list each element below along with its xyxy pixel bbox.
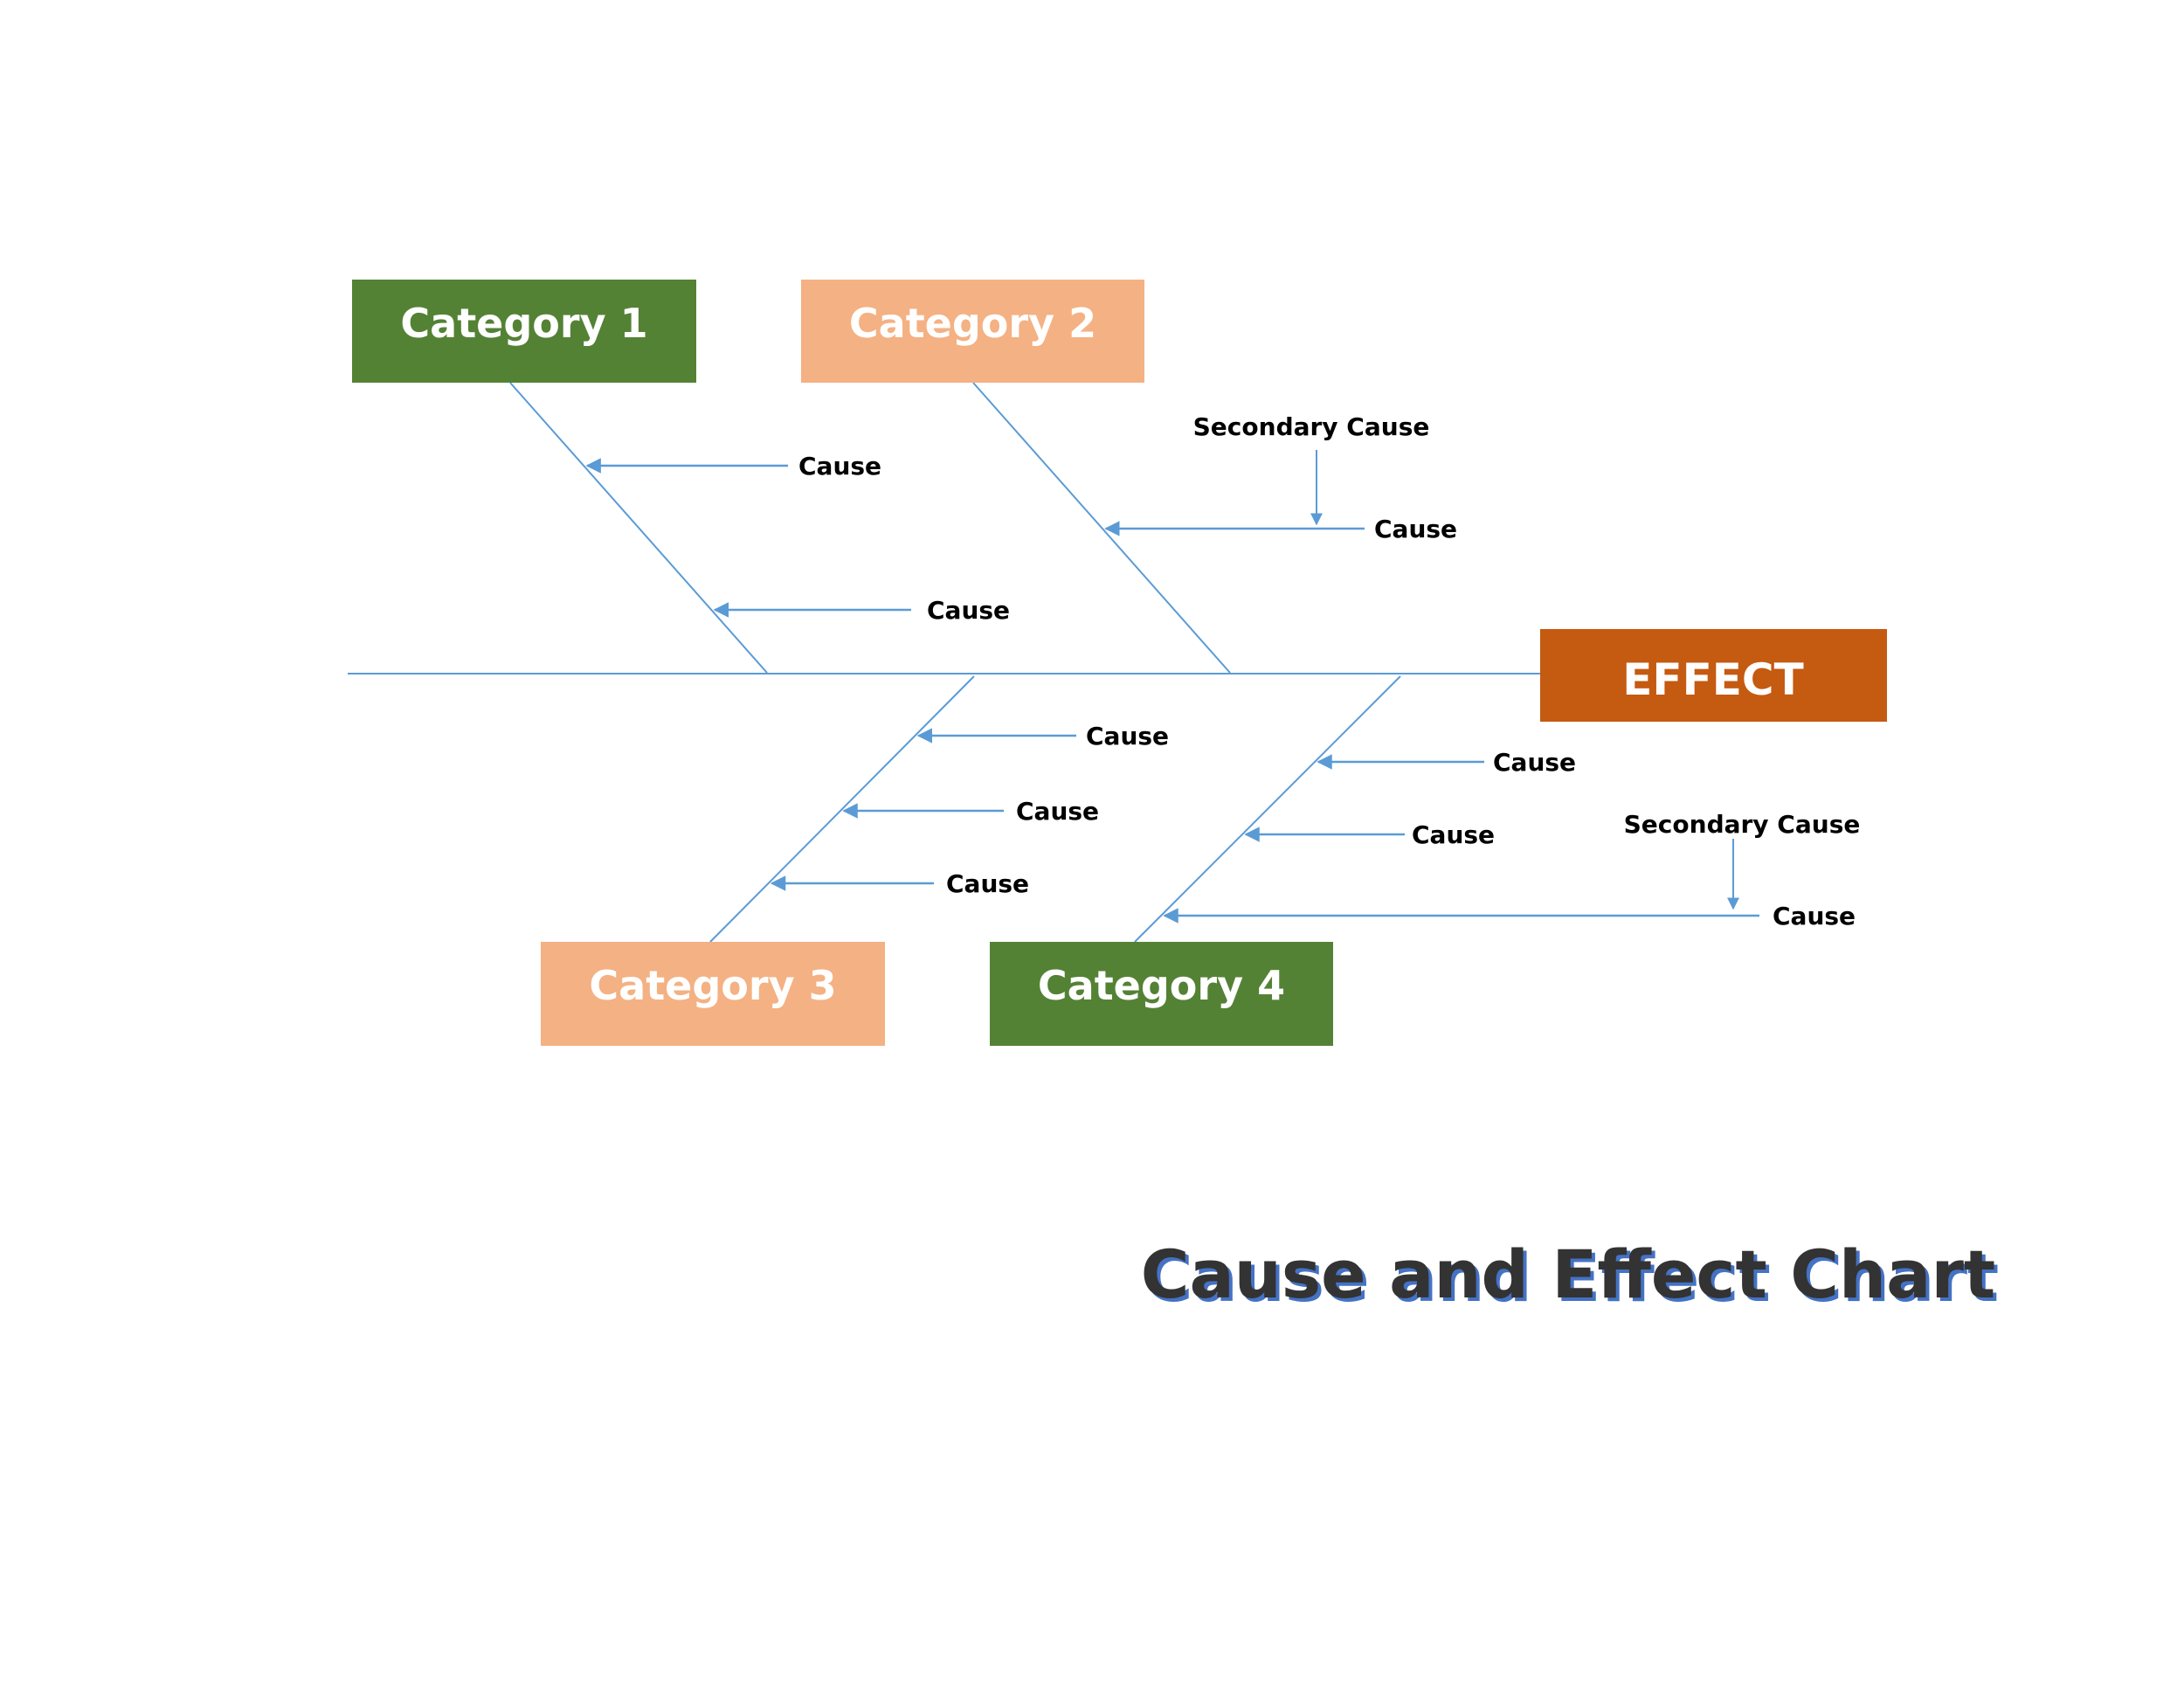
cause-label: Cause <box>798 452 881 481</box>
cause-label: Cause <box>1493 748 1576 777</box>
category-1-bone <box>509 382 768 674</box>
cause-label: Cause <box>927 596 1010 625</box>
effect-box <box>1540 629 1887 722</box>
category-3-bone <box>709 675 975 943</box>
category-1-box <box>352 280 696 383</box>
cause-label: Cause <box>1016 797 1099 826</box>
category-2-label: Category 2 <box>849 300 1096 347</box>
cause-label: Cause <box>1773 902 1856 930</box>
cause-label: Cause <box>1374 515 1457 543</box>
category-4-label: Category 4 <box>1038 962 1285 1009</box>
category-2-box <box>801 280 1144 383</box>
category-3-box <box>541 942 885 1046</box>
chart-title: Cause and Effect Chart <box>1141 1235 1996 1313</box>
category-2-bone <box>972 382 1231 674</box>
category-4-box <box>990 942 1333 1046</box>
secondary-cause-label: Secondary Cause <box>1193 412 1430 441</box>
title-shadow: Cause and Effect Chart <box>1144 1239 2000 1317</box>
category-4-bone <box>1134 675 1401 943</box>
cause-label: Cause <box>946 869 1029 898</box>
category-1-label: Category 1 <box>400 300 647 347</box>
effect-label: EFFECT <box>1622 654 1803 705</box>
category-3-label: Category 3 <box>589 962 836 1009</box>
secondary-cause-label: Secondary Cause <box>1624 810 1861 839</box>
cause-label: Cause <box>1412 820 1495 849</box>
cause-label: Cause <box>1086 722 1169 751</box>
